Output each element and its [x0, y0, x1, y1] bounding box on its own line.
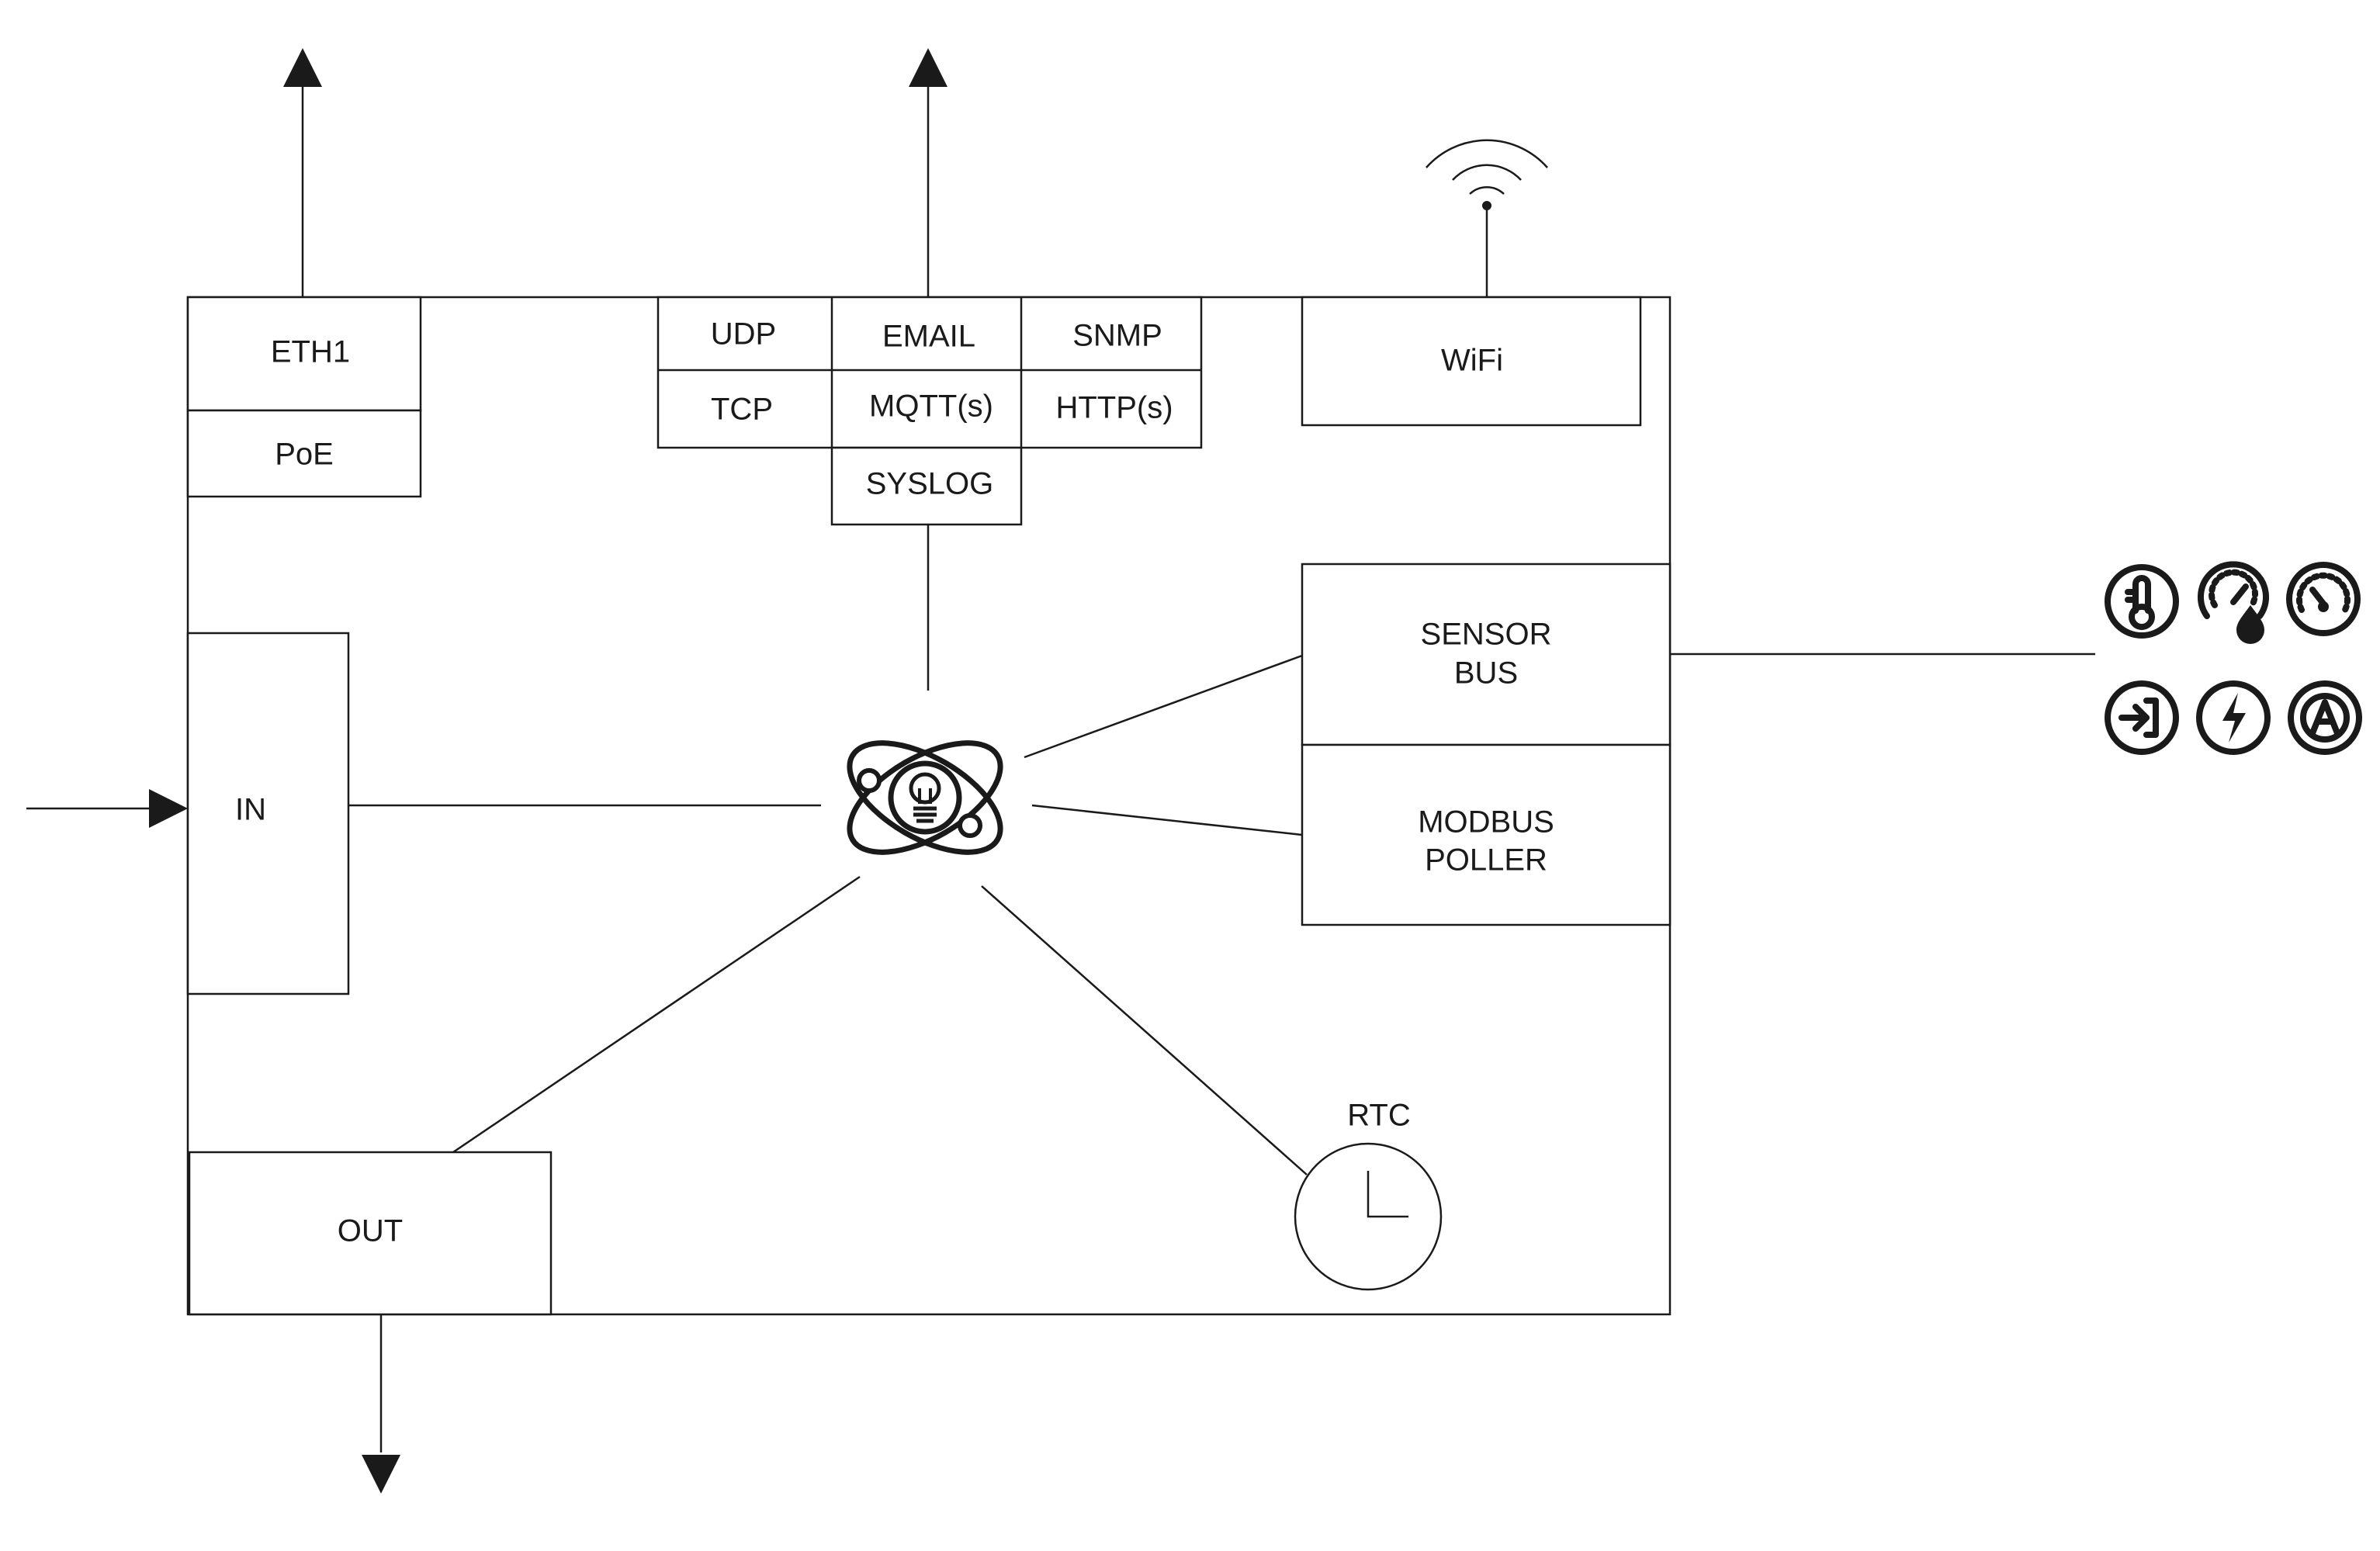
protocol-syslog: SYSLOG — [866, 467, 994, 501]
thermometer-icon — [2105, 564, 2179, 639]
input-arrow — [26, 789, 188, 828]
protocols-uplink-arrow — [909, 48, 947, 297]
protocol-snmp: SNMP — [1072, 319, 1162, 353]
rtc-label: RTC — [1347, 1099, 1410, 1133]
pressure-gauge-icon — [2286, 562, 2361, 636]
protocol-http: HTTP(s) — [1055, 391, 1173, 425]
sensor-bus-label-2: BUS — [1454, 656, 1518, 691]
poe-box: PoE — [186, 409, 422, 498]
eth-uplink-arrow — [283, 48, 322, 297]
atom-lightbulb-icon — [847, 740, 1003, 855]
wifi-box: WiFi — [1301, 296, 1642, 427]
digital-input-icon — [2105, 680, 2179, 755]
output-label: OUT — [338, 1214, 403, 1248]
protocol-tcp: TCP — [711, 393, 773, 427]
wifi-signal-icon — [1426, 139, 1548, 297]
humidity-gauge-icon — [2198, 561, 2269, 644]
current-icon — [2288, 680, 2362, 755]
eth1-box: ETH1 — [186, 296, 422, 412]
protocol-mqtt: MQTT(s) — [869, 389, 993, 424]
protocol-udp: UDP — [711, 317, 776, 351]
protocol-email: EMAIL — [882, 320, 975, 354]
sensor-icons — [2105, 561, 2362, 755]
input-label: IN — [235, 793, 266, 827]
sensor-bus-box: SENSOR BUS — [1301, 563, 1672, 746]
output-arrow — [362, 1314, 400, 1494]
modbus-poller-label-2: POLLER — [1425, 843, 1547, 878]
modbus-poller-box: MODBUS POLLER — [1301, 743, 1672, 926]
rtc-clock: RTC — [1294, 1099, 1443, 1291]
power-icon — [2196, 680, 2271, 755]
protocol-grid: UDP EMAIL SNMP TCP MQTT(s) HTTP(s) SYSLO… — [656, 296, 1203, 526]
sensor-bus-label: SENSOR — [1421, 618, 1552, 652]
eth1-label: ETH1 — [271, 335, 350, 369]
modbus-poller-label: MODBUS — [1418, 805, 1554, 840]
connection-lines — [348, 525, 2095, 1175]
output-box: OUT — [188, 1151, 553, 1316]
input-box: IN — [186, 632, 350, 995]
clock-icon — [1294, 1142, 1443, 1291]
poe-label: PoE — [275, 438, 334, 472]
wifi-label: WiFi — [1441, 344, 1503, 378]
